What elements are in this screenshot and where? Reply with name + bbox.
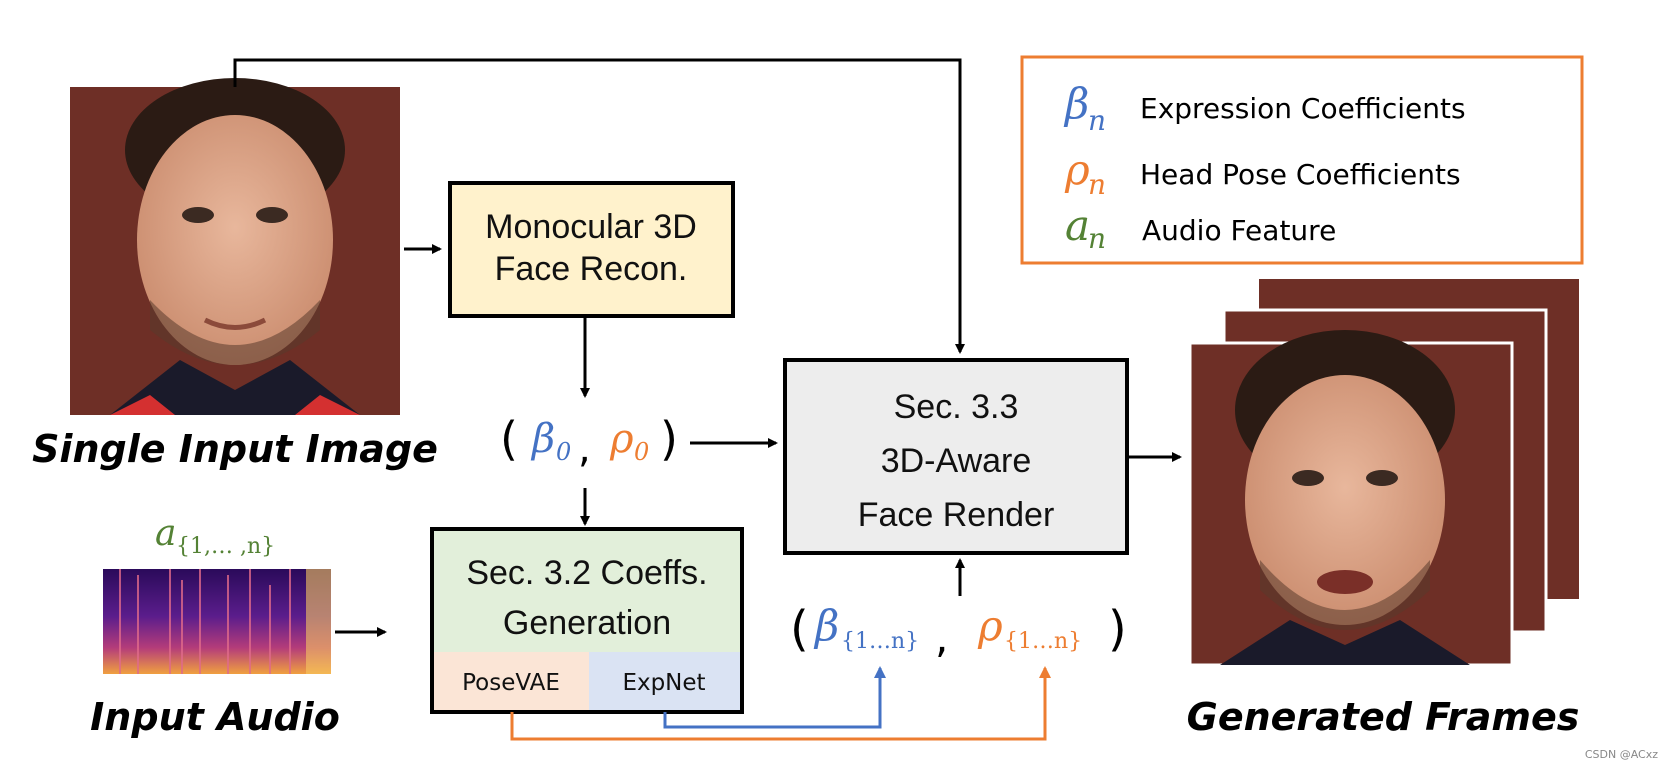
- output-caption: Generated Frames: [1187, 695, 1580, 739]
- paren-open: (: [500, 412, 518, 466]
- input-audio-caption: Input Audio: [90, 695, 340, 739]
- gen-paren-open: (: [790, 601, 809, 657]
- legend-audio-symbol: a: [1065, 201, 1090, 250]
- legend-audio-sub: n: [1088, 222, 1106, 255]
- legend-beta-label: Expression Coefficients: [1140, 92, 1466, 125]
- legend-rho-symbol: ρ: [1064, 145, 1090, 194]
- face-render-box: Sec. 3.3 3D-Aware Face Render: [783, 358, 1129, 555]
- audio-a-sub: {1,… ,n}: [176, 534, 275, 559]
- face-photo-icon: [110, 78, 360, 415]
- spectrogram-icon: [103, 569, 331, 674]
- legend-beta-symbol: β: [1063, 79, 1089, 128]
- arrow-posevae-to-rho: [510, 666, 1051, 741]
- legend: β n Expression Coefficients ρ n Head Pos…: [1020, 55, 1584, 265]
- render-label-line2: 3D-Aware: [881, 442, 1032, 480]
- gen-paren-close: ): [1108, 601, 1127, 657]
- rho-0-symbol: ρ: [609, 416, 634, 462]
- legend-audio-label: Audio Feature: [1142, 214, 1336, 247]
- expnet-label: ExpNet: [622, 670, 705, 696]
- posevae-block: [434, 652, 589, 710]
- expnet-block: [589, 652, 740, 710]
- beta-n-symbol: β: [813, 601, 839, 650]
- render-label-line1: Sec. 3.3: [894, 388, 1019, 426]
- beta-0-sub: 0: [556, 438, 571, 466]
- rho-n-symbol: ρ: [977, 601, 1003, 650]
- render-label-line3: Face Render: [858, 496, 1055, 534]
- watermark: CSDN @ACxz: [1585, 748, 1658, 761]
- arrow-image-to-render: [233, 58, 965, 354]
- rho-n-sub: {1…n}: [1004, 629, 1082, 654]
- input-image: [70, 78, 400, 415]
- generated-coeffs: ( β {1…n} , ρ {1…n} ): [790, 601, 1127, 662]
- gen-comma: ,: [935, 613, 948, 662]
- monocular-recon-box: Monocular 3D Face Recon.: [448, 181, 735, 318]
- initial-coeffs: ( β 0 , ρ 0 ): [500, 412, 678, 472]
- input-audio-symbol: a {1,… ,n}: [155, 513, 275, 559]
- legend-rho-label: Head Pose Coefficients: [1140, 158, 1461, 191]
- recon-label-line2: Face Recon.: [495, 250, 688, 288]
- legend-rho-sub: n: [1088, 168, 1106, 201]
- audio-a-symbol: a: [155, 513, 176, 554]
- legend-beta-sub: n: [1088, 104, 1106, 137]
- beta-0-symbol: β: [530, 416, 555, 462]
- posevae-label: PoseVAE: [462, 670, 560, 696]
- paren-close: ): [660, 412, 678, 466]
- comma-initial: ,: [578, 426, 591, 472]
- generation-label-line2: Generation: [503, 604, 671, 642]
- rho-0-sub: 0: [634, 438, 649, 466]
- beta-n-sub: {1…n}: [841, 629, 919, 654]
- generation-label-line1: Sec. 3.2 Coeffs.: [466, 554, 707, 592]
- coeffs-generation-box: Sec. 3.2 Coeffs. Generation PoseVAE ExpN…: [430, 527, 744, 714]
- arrow-expnet-to-beta: [663, 666, 886, 729]
- input-image-caption: Single Input Image: [32, 427, 438, 471]
- face-frames-icon: [1188, 277, 1581, 667]
- recon-label-line1: Monocular 3D: [485, 208, 697, 246]
